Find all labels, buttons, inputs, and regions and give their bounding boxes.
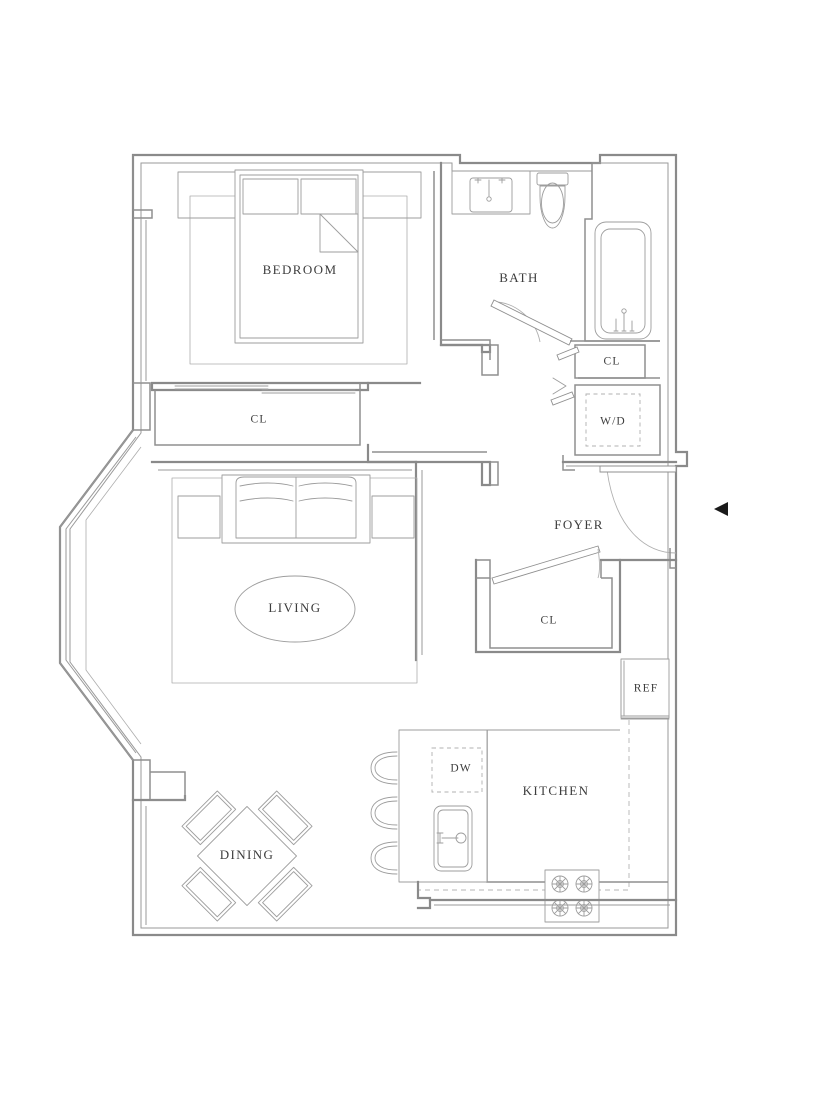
foyer-closet: CL <box>474 545 678 654</box>
side-table-right <box>371 495 415 539</box>
room-label-closet-hall: CL <box>604 356 621 368</box>
bathtub <box>584 163 660 342</box>
room-label-laundry: W/D <box>600 416 626 428</box>
hall-closet-laundry: CL W/D <box>550 340 678 471</box>
nightstand-left <box>177 171 237 219</box>
vanity-counter <box>451 170 531 215</box>
kitchen-area: REF DW <box>370 658 678 923</box>
oval-area-rug <box>234 575 356 643</box>
room-label-kitchen: KITCHEN <box>523 783 590 798</box>
room-label-closet-foyer: CL <box>541 615 558 627</box>
bath-door <box>490 299 573 346</box>
entry-direction-arrow <box>714 502 728 516</box>
range-cooktop <box>544 869 600 923</box>
room-label-dishwasher: DW <box>450 763 471 775</box>
dining-set <box>181 790 313 922</box>
room-label-dining: DINING <box>220 847 275 862</box>
kitchen-sink <box>433 805 473 872</box>
foyer-area: FOYER <box>554 465 677 569</box>
queen-bed <box>234 169 364 344</box>
refrigerator: REF <box>620 658 670 720</box>
bar-stools <box>370 751 398 875</box>
closet-bedroom-walls <box>154 383 361 446</box>
nightstand-right <box>362 171 422 219</box>
dishwasher-outline <box>431 747 483 793</box>
room-label-refrigerator: REF <box>634 683 658 695</box>
dining-area: DINING <box>131 771 313 928</box>
room-label-foyer: FOYER <box>554 517 604 532</box>
room-label-closet-bedroom: CL <box>251 414 268 426</box>
room-label-bedroom: BEDROOM <box>263 262 338 277</box>
bathroom-area: BATH <box>439 163 660 347</box>
bay-window <box>59 382 151 801</box>
toilet <box>536 172 569 229</box>
bathroom-sink <box>469 177 513 213</box>
side-table-left <box>177 495 221 539</box>
hall-walls <box>366 443 499 487</box>
exterior-walls <box>58 153 689 937</box>
room-label-living: LIVING <box>268 600 321 615</box>
bedroom-area: BEDROOM <box>132 155 499 446</box>
sofa <box>221 474 371 544</box>
living-area: LIVING <box>150 460 423 684</box>
kitchen-island: DW <box>398 729 488 883</box>
room-label-bath: BATH <box>499 270 539 285</box>
